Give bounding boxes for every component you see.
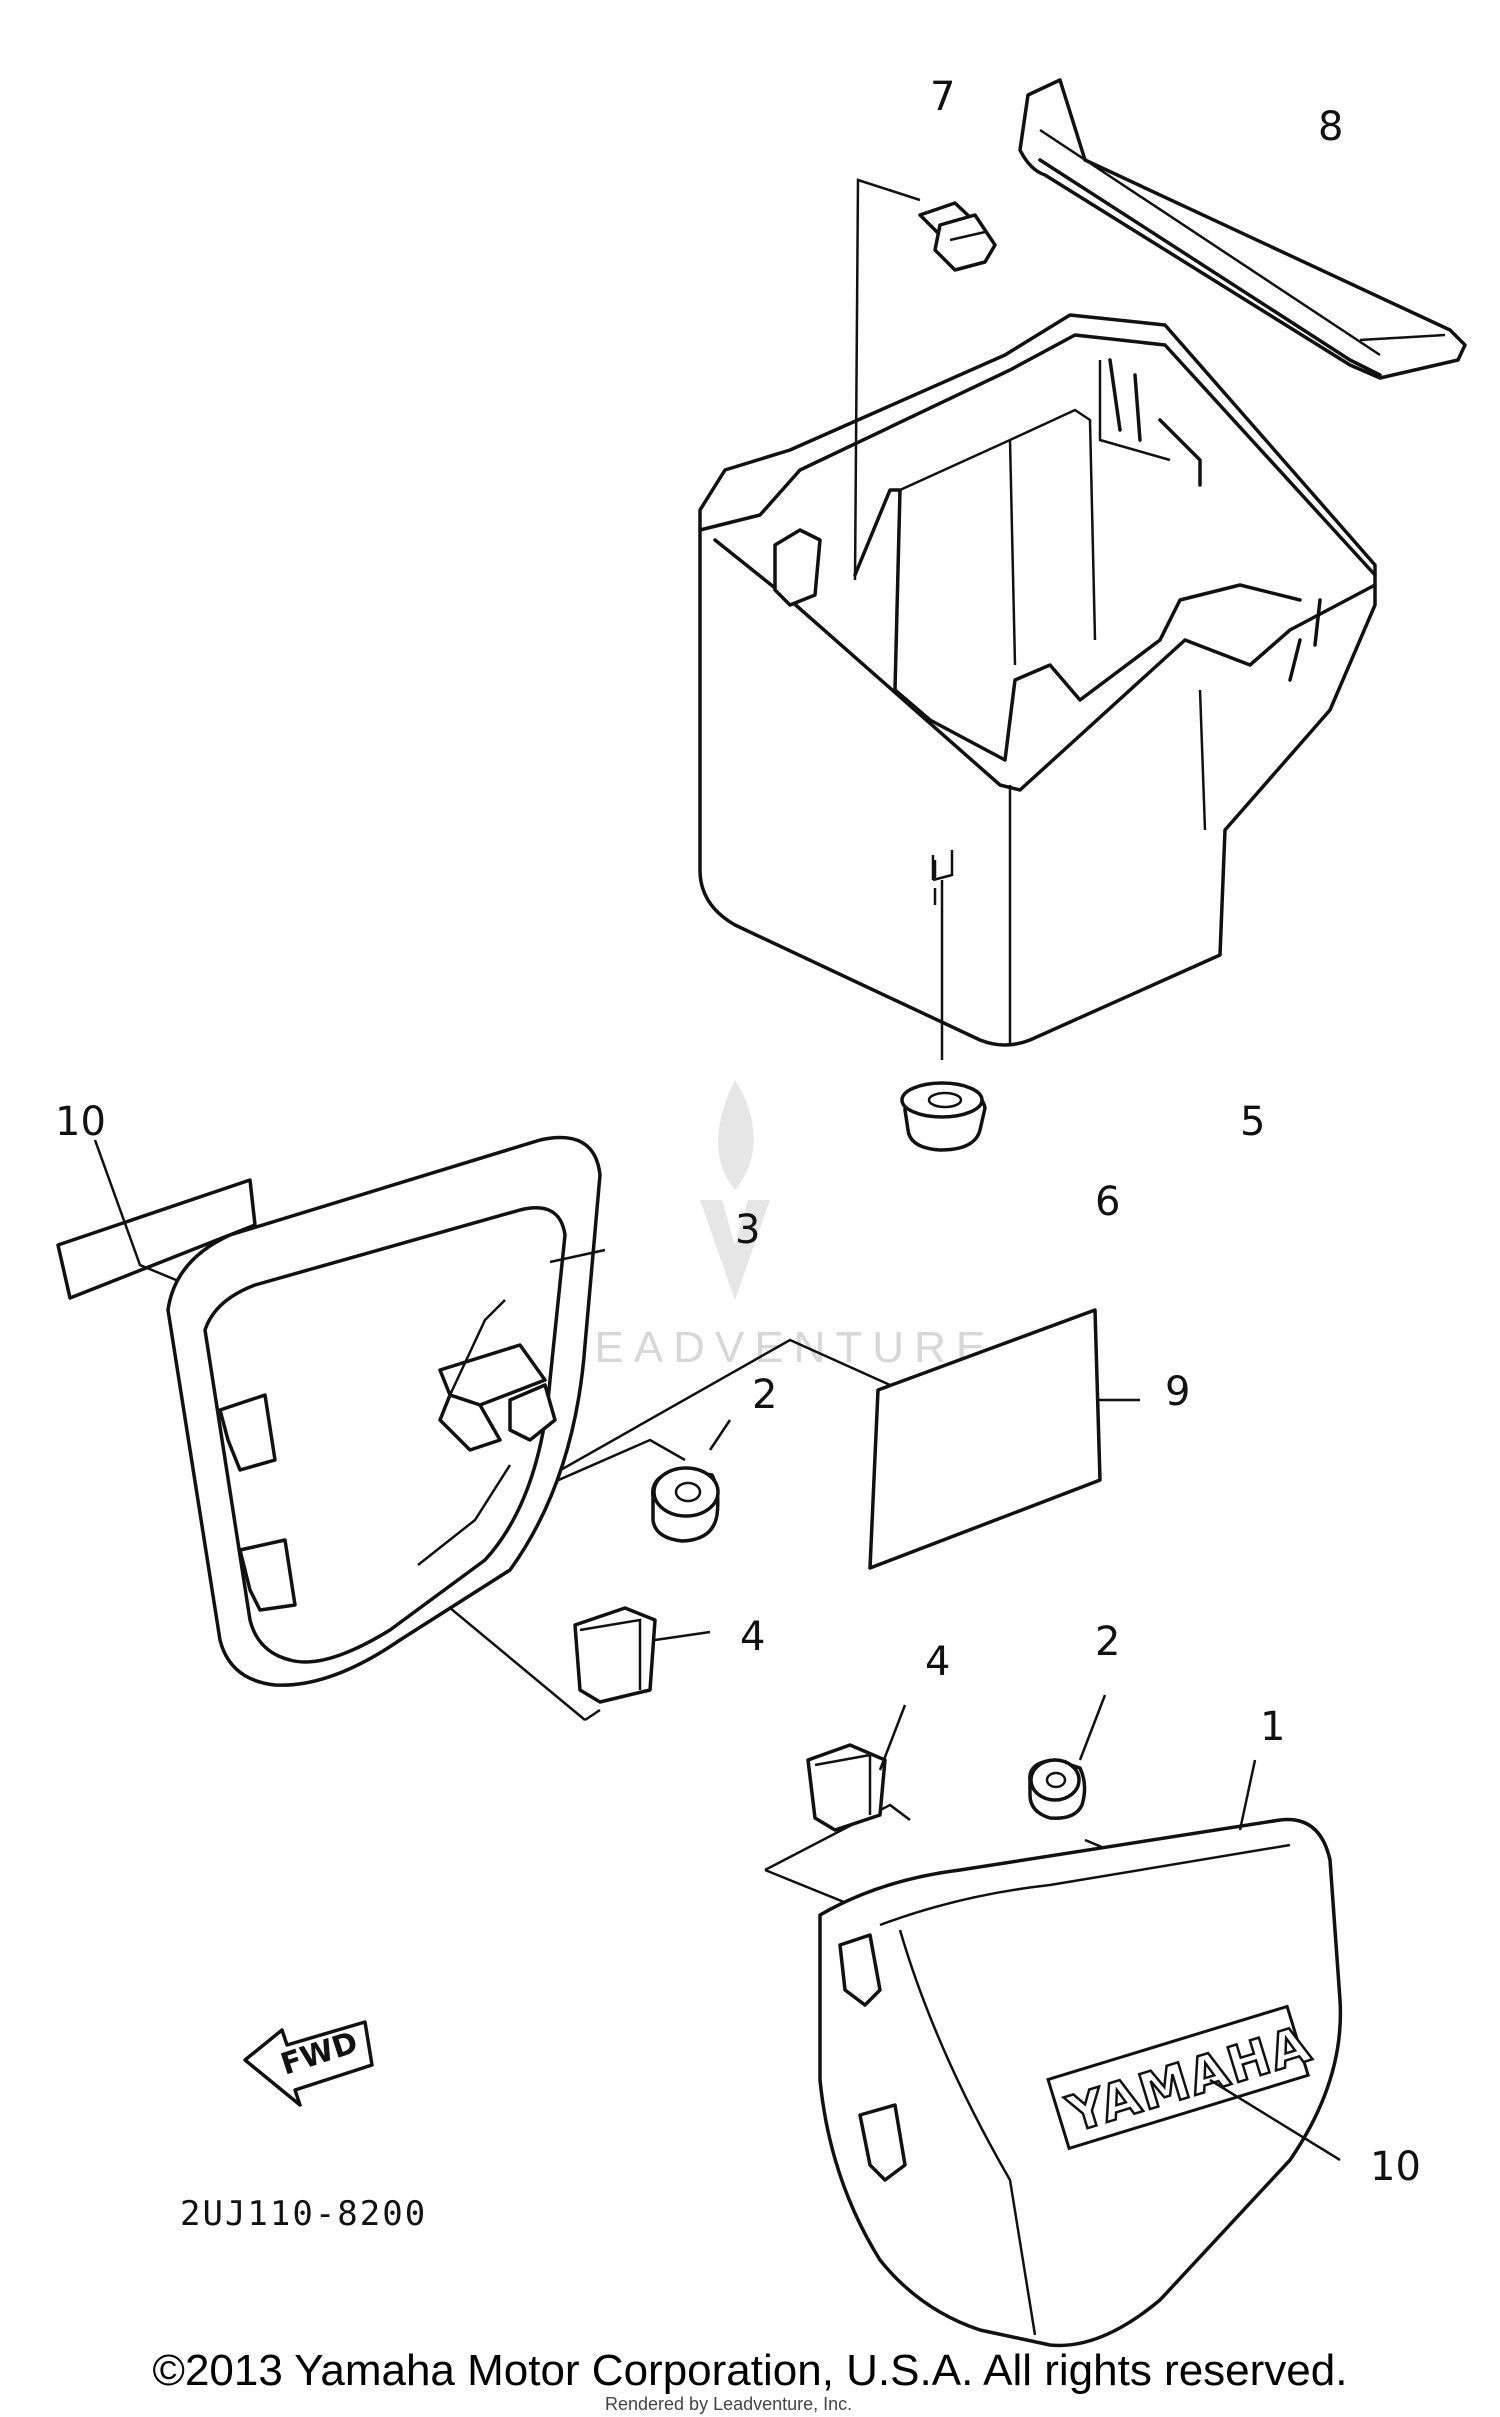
flame-logo-icon xyxy=(700,1080,770,1300)
part-9-plate xyxy=(868,1308,1140,1570)
callout-9: 9 xyxy=(1165,1369,1190,1415)
copyright-notice: ©2013 Yamaha Motor Corporation, U.S.A. A… xyxy=(152,2346,1348,2395)
rendered-by-text: Rendered by Leadventure, Inc. xyxy=(605,2394,852,2414)
fwd-arrow: FWD xyxy=(243,2020,374,2107)
callout-10-left: 10 xyxy=(55,1099,106,1145)
callout-2-upper: 2 xyxy=(752,1372,777,1418)
part-3-side-cover-left xyxy=(166,1135,606,1687)
part-2-grommet-left xyxy=(651,1419,732,1543)
part-4-cap-left xyxy=(573,1606,711,1704)
callout-2-lower: 2 xyxy=(1095,1619,1120,1665)
part-6-damper xyxy=(900,1081,987,1152)
callout-5: 5 xyxy=(1240,1099,1265,1145)
watermark-text: LEADVENTURE xyxy=(560,1323,995,1372)
callout-3: 3 xyxy=(735,1207,760,1253)
callout-6: 6 xyxy=(1095,1179,1120,1225)
leadventure-watermark: LEADVENTURE xyxy=(560,1080,995,1372)
callout-4-left: 4 xyxy=(740,1614,765,1660)
callout-8: 8 xyxy=(1318,104,1343,150)
part-4-cap-right xyxy=(806,1704,907,1832)
part-5-battery-box xyxy=(698,313,1377,1047)
callout-labels: 1 2 2 3 4 4 5 6 7 8 9 10 10 xyxy=(55,74,1421,2190)
part-8-battery-band xyxy=(1018,78,1467,380)
callout-1: 1 xyxy=(1260,1704,1285,1750)
part-7-bolt xyxy=(918,201,997,272)
part-2-grommet-right xyxy=(1028,1694,1107,1820)
callout-4-right: 4 xyxy=(925,1639,950,1685)
diagram-code: 2UJ110-8200 xyxy=(180,2194,427,2234)
callout-7: 7 xyxy=(930,74,955,120)
callout-10-right: 10 xyxy=(1370,2144,1421,2190)
